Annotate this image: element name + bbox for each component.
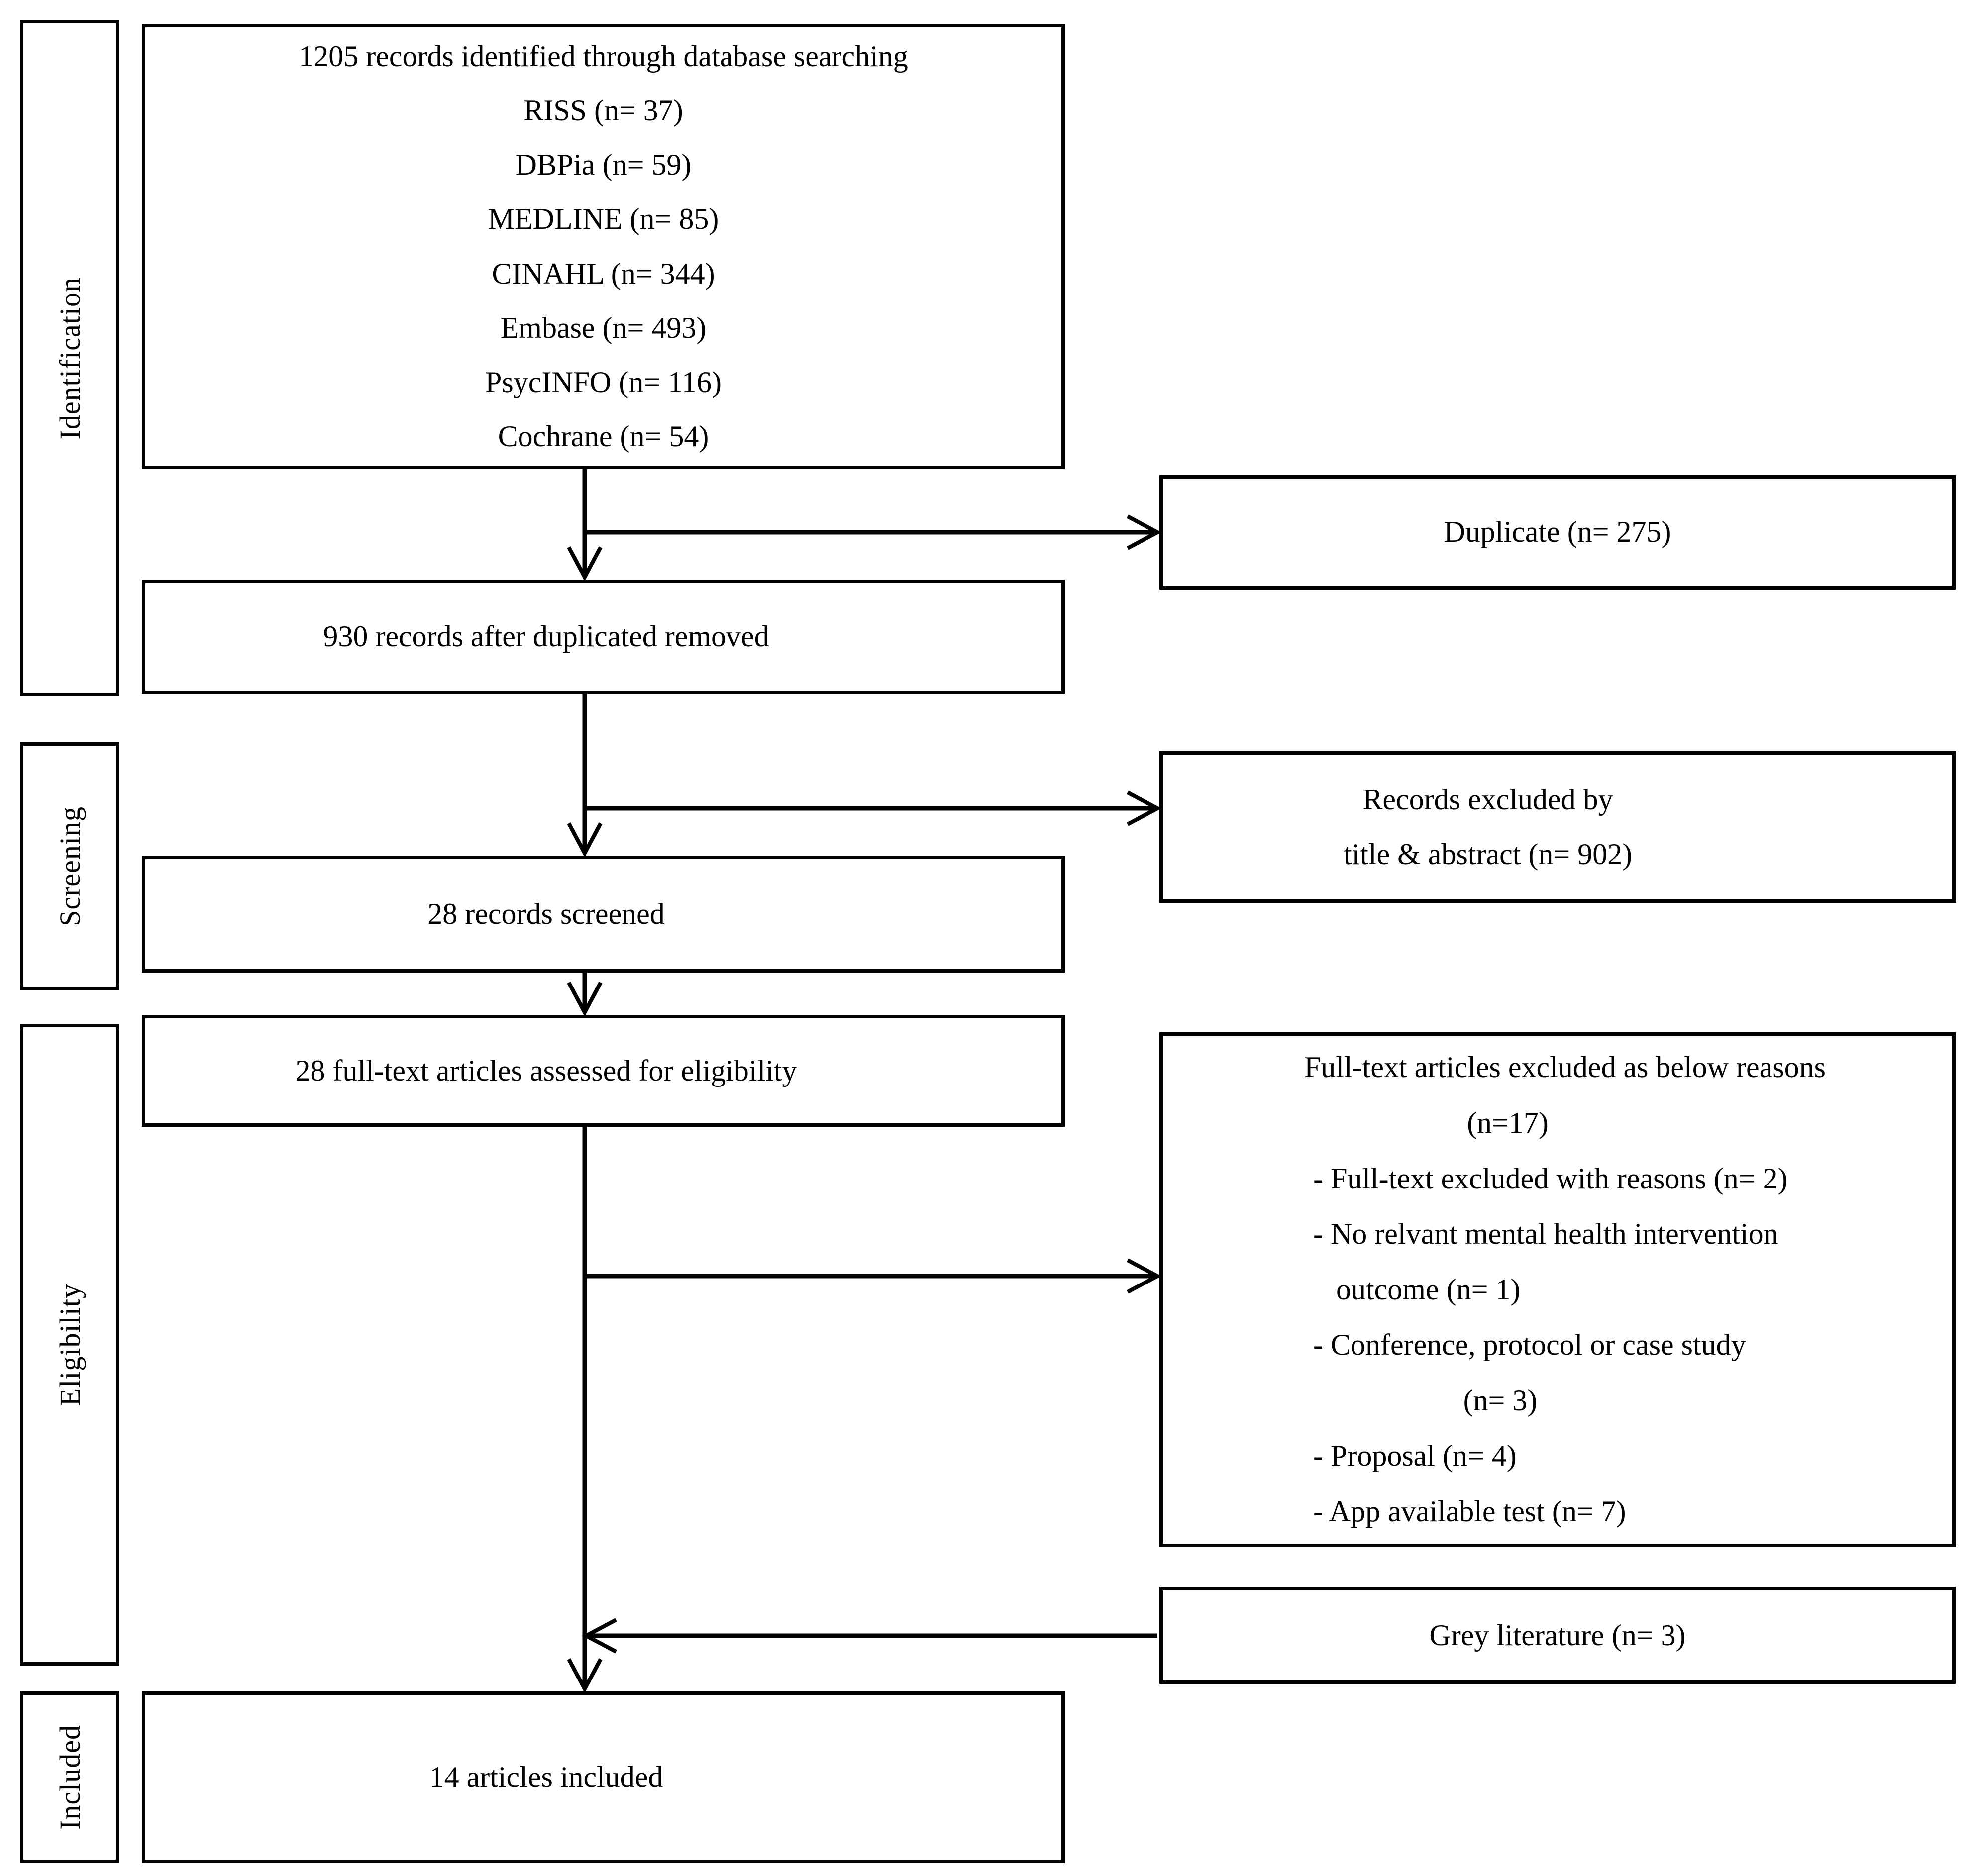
arrowhead-right-duplicate xyxy=(1127,514,1162,550)
arrowhead-down-screened xyxy=(567,822,603,858)
fulltext-excluded-item: - App available test (n= 7) xyxy=(1313,1495,1626,1528)
box-duplicate-text: Duplicate (n= 275) xyxy=(1444,515,1671,549)
arrowhead-right-fulltext-excluded xyxy=(1127,1258,1162,1294)
fulltext-excluded-heading: Full-text articles excluded as below rea… xyxy=(1304,1051,1826,1084)
box-records-excluded-title-abstract-text: Records excluded by title & abstract (n=… xyxy=(1343,783,1633,871)
stage-label-eligibility: Eligibility xyxy=(20,1024,119,1666)
stage-label-identification: Identification xyxy=(20,20,119,696)
stage-label-included: Included xyxy=(20,1691,119,1863)
arrowhead-left-grey xyxy=(582,1618,617,1654)
fulltext-excluded-item: - Proposal (n= 4) xyxy=(1313,1439,1517,1473)
stage-label-identification-text: Identification xyxy=(53,277,86,440)
box-fulltext-excluded-reasons: Full-text articles excluded as below rea… xyxy=(1159,1032,1956,1547)
box-records-after-duplicates-removed: 930 records after duplicated removed xyxy=(142,580,1065,694)
box-records-identified: 1205 records identified through database… xyxy=(142,24,1065,469)
stage-label-eligibility-text: Eligibility xyxy=(53,1283,86,1406)
arrowhead-down-included xyxy=(567,1658,603,1693)
fulltext-excluded-item: - No relvant mental health intervention xyxy=(1313,1217,1778,1251)
arrowhead-down-afterdup xyxy=(567,546,603,582)
stage-label-screening: Screening xyxy=(20,742,119,990)
box-records-screened-text: 28 records screened xyxy=(427,897,665,930)
fulltext-excluded-list: Full-text articles excluded as below rea… xyxy=(1289,1040,1826,1539)
arrowhead-down-fulltext xyxy=(567,982,603,1017)
box-articles-included: 14 articles included xyxy=(142,1691,1065,1863)
fulltext-excluded-item: - Conference, protocol or case study xyxy=(1313,1328,1746,1362)
box-fulltext-assessed: 28 full-text articles assessed for eligi… xyxy=(142,1015,1065,1127)
box-fulltext-assessed-text: 28 full-text articles assessed for eligi… xyxy=(295,1054,797,1087)
box-records-identified-text: 1205 records identified through database… xyxy=(299,39,908,453)
box-articles-included-text: 14 articles included xyxy=(429,1760,663,1793)
stage-label-screening-text: Screening xyxy=(53,806,86,926)
box-records-screened: 28 records screened xyxy=(142,856,1065,973)
box-grey-literature: Grey literature (n= 3) xyxy=(1159,1587,1956,1684)
box-grey-literature-text: Grey literature (n= 3) xyxy=(1429,1618,1686,1652)
fulltext-excluded-count: (n=17) xyxy=(1467,1106,1549,1139)
fulltext-excluded-item: - Full-text excluded with reasons (n= 2) xyxy=(1313,1162,1788,1195)
stage-label-included-text: Included xyxy=(53,1725,86,1830)
fulltext-excluded-item: outcome (n= 1) xyxy=(1336,1273,1521,1306)
fulltext-excluded-item: (n= 3) xyxy=(1463,1383,1538,1417)
box-duplicate: Duplicate (n= 275) xyxy=(1159,475,1956,590)
arrowhead-right-records-excluded xyxy=(1127,790,1162,826)
box-records-after-duplicates-removed-text: 930 records after duplicated removed xyxy=(323,620,769,653)
box-records-excluded-title-abstract: Records excluded by title & abstract (n=… xyxy=(1159,751,1956,903)
